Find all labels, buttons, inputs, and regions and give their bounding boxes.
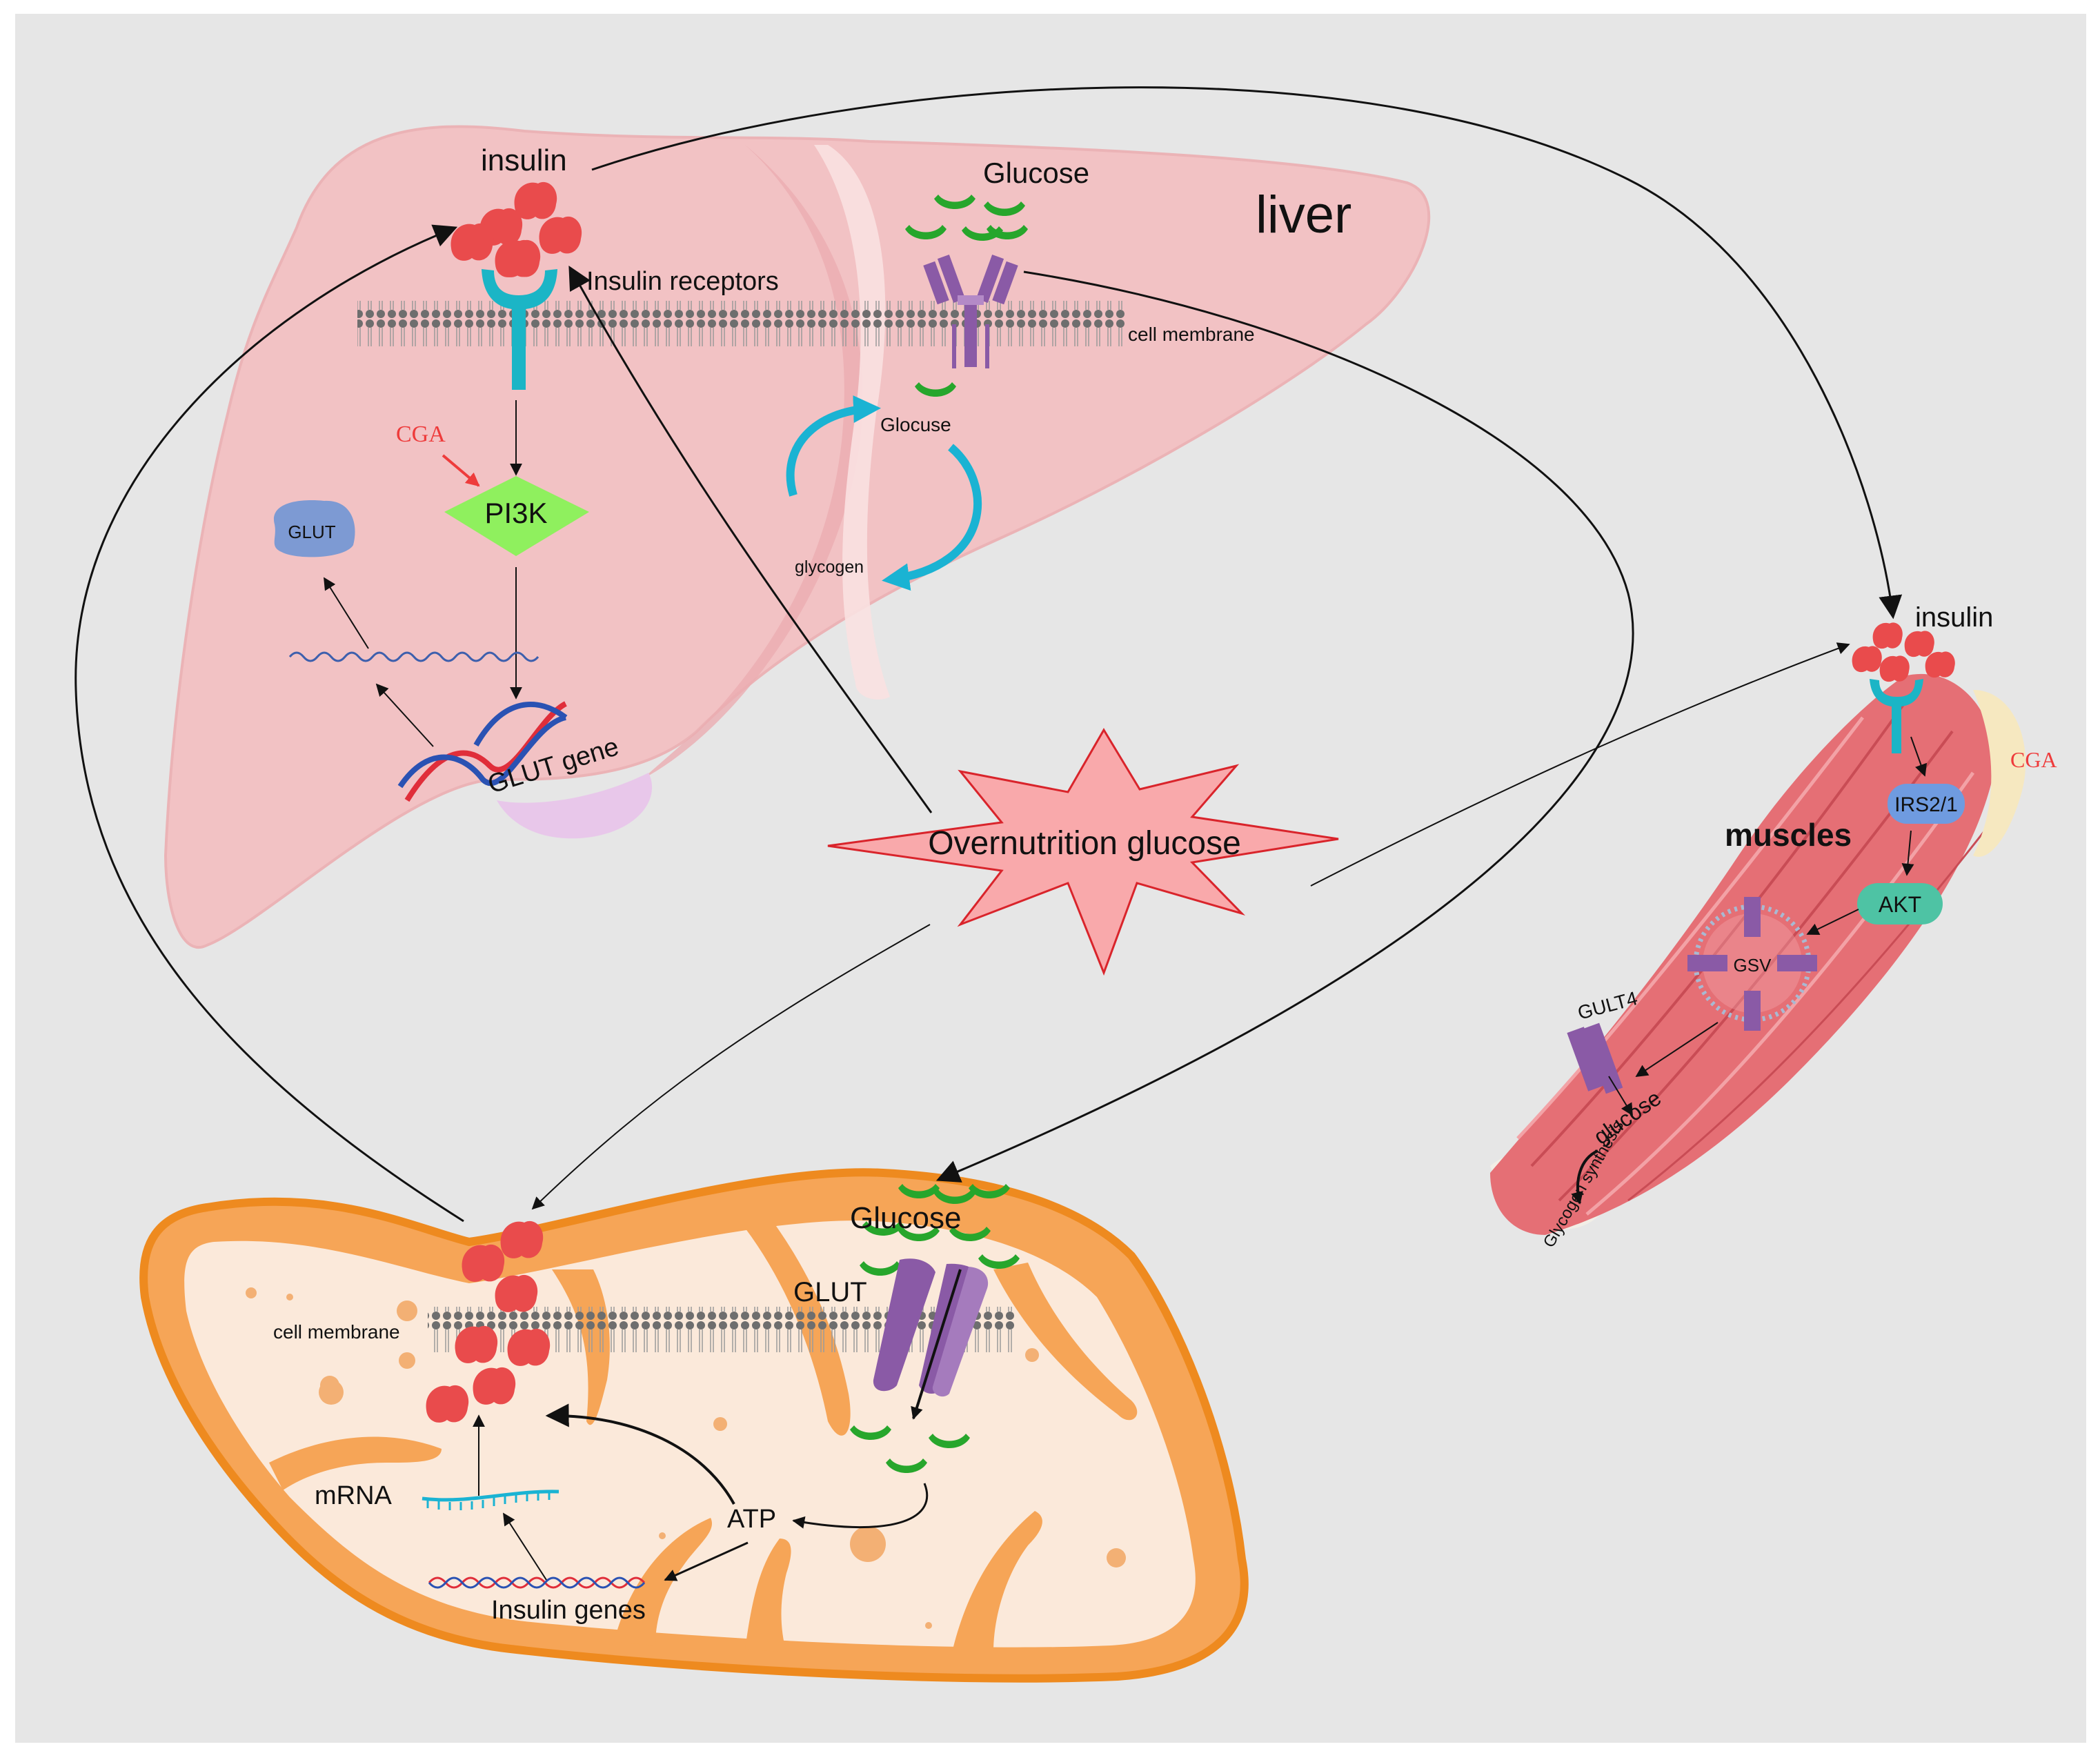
receptor-to-irs-arrow	[1910, 736, 1928, 777]
liver-glucose-transporter	[923, 254, 1018, 368]
beta-cell-glut-label: GLUT	[793, 1277, 867, 1307]
irs-node	[1888, 784, 1965, 824]
beta-cell-to-liver-insulin-arrow	[75, 224, 464, 1223]
pi3k-label: PI3K	[484, 497, 547, 529]
muscle-insulin-label: insulin	[1915, 602, 1993, 633]
liver-ligament	[814, 145, 890, 700]
glocuse-label: Glocuse	[880, 414, 951, 435]
atp-to-insulin-arrow	[545, 1403, 735, 1505]
gult4-transporter	[1567, 1022, 1623, 1094]
cga-to-pi3k-arrow	[442, 454, 480, 487]
granules	[246, 1287, 1126, 1629]
crista-6	[952, 1511, 1042, 1652]
glycogen-label: glycogen	[795, 557, 864, 577]
liver-glut-label: GLUT	[288, 522, 335, 542]
akt-node	[1857, 883, 1943, 925]
insulin-molecule	[473, 1367, 516, 1405]
beta-cell-mrna	[422, 1490, 559, 1510]
insulin-molecule	[455, 1325, 498, 1363]
atp-to-genes-arrow	[664, 1541, 749, 1581]
overnutrition-glucose-label: Overnutrition glucose	[928, 825, 1241, 862]
gsv-to-glucose-arrow	[1635, 1022, 1718, 1077]
liver-cell-membrane	[357, 301, 1125, 346]
beta-cell-membrane-label: cell membrane	[273, 1321, 400, 1343]
star-to-liver-receptor-arrow	[568, 266, 933, 813]
irs-label: IRS2/1	[1894, 793, 1958, 816]
liver-insulin-to-muscle-arrow	[591, 86, 1903, 620]
beta-cell-glucose-label: Glucose	[850, 1201, 961, 1235]
glut-protein	[273, 500, 355, 557]
gsv-label: GSV	[1734, 955, 1772, 976]
glut-gene-dna	[397, 701, 568, 802]
irs-to-akt-arrow	[1901, 830, 1914, 876]
glycogen-cycle-arrow-bottom	[882, 444, 982, 591]
insulin-molecule	[426, 1385, 469, 1423]
crista-7	[269, 1436, 442, 1490]
glycogen-cycle-arrow-top	[786, 395, 881, 497]
overnutrition-glucose-star	[827, 728, 1339, 976]
gsv-vesicle	[1687, 897, 1817, 1031]
insulin-molecule	[1872, 622, 1903, 649]
mrna-strand-liver	[288, 651, 539, 662]
insulin-molecule	[462, 1244, 505, 1282]
liver-glucose-label: Glucose	[983, 157, 1089, 189]
crista-5	[745, 1539, 791, 1652]
insulin-molecule	[1879, 655, 1910, 682]
gult4-to-glucose-arrow	[1608, 1076, 1633, 1116]
glucose-to-glycogen-arrow	[1571, 1149, 1598, 1205]
star-to-muscle-insulin-arrow	[1310, 642, 1850, 887]
crista-2	[745, 1221, 851, 1436]
glucose-to-atp-arrow	[792, 1483, 929, 1529]
insulin-receptors-label: Insulin receptors	[586, 267, 779, 296]
star-to-beta-cell-arrow	[531, 924, 931, 1210]
insulin-genes-dna	[428, 1576, 646, 1589]
muscle-insulin-receptor	[1870, 679, 1923, 753]
muscle-cga-label: CGA	[2010, 747, 2057, 772]
insulin-molecule	[1925, 651, 1955, 678]
atp-label: ATP	[727, 1505, 776, 1534]
insulin-molecule	[500, 1220, 544, 1258]
liver-cell-membrane-label: cell membrane	[1128, 324, 1255, 345]
gene-to-mrna-arrow	[375, 683, 434, 747]
liver-insulin-label: insulin	[481, 144, 567, 177]
insulin-molecule	[450, 223, 494, 261]
muscle-body	[1490, 673, 1995, 1235]
glut-transport-arrow	[911, 1269, 962, 1420]
akt-label: AKT	[1879, 892, 1921, 917]
insulin-molecule	[495, 1274, 538, 1312]
liver-cga-label: CGA	[396, 422, 446, 447]
insulin-molecule	[1852, 646, 1882, 673]
crista-4	[614, 1518, 712, 1645]
insulin-molecule	[1904, 631, 1934, 657]
pi3k-node	[444, 476, 589, 556]
genes-to-mrna-arrow	[503, 1512, 547, 1581]
muscle-end-cap	[1973, 690, 2026, 857]
insulin-molecule	[539, 216, 582, 254]
insulin-molecule	[514, 181, 557, 219]
liver-title: liver	[1256, 186, 1351, 244]
muscles-title: muscles	[1725, 817, 1852, 853]
liver-glucose-to-beta-cell-arrow	[935, 270, 1634, 1183]
akt-to-gsv-arrow	[1806, 909, 1859, 936]
crista-3	[993, 1263, 1138, 1421]
liver-insulin-receptor	[482, 239, 557, 390]
gallbladder	[497, 773, 653, 839]
insulin-molecule	[507, 1328, 551, 1366]
insulin-genes-label: Insulin genes	[491, 1596, 646, 1625]
mrna-to-glut-arrow	[324, 577, 369, 649]
beta-cell-glut-transporter	[873, 1258, 989, 1397]
mrna-label: mRNA	[315, 1481, 393, 1510]
